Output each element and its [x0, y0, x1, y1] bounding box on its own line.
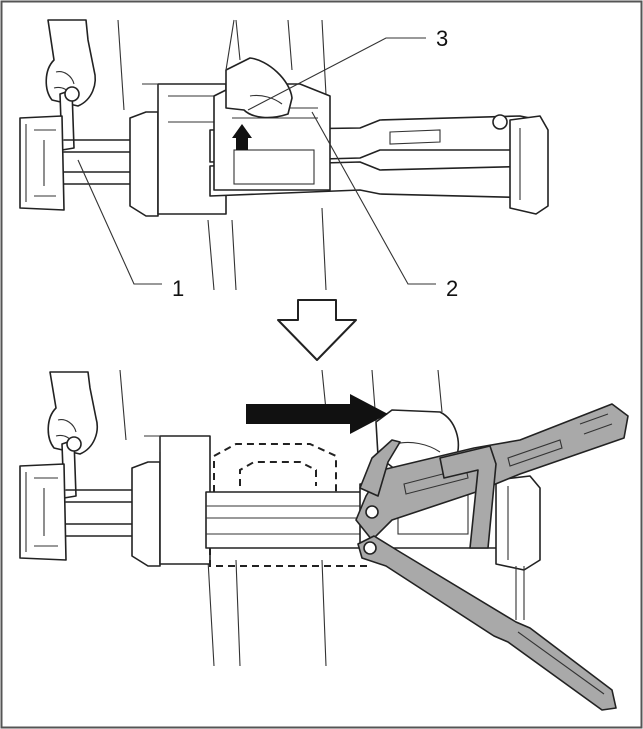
lock-latch-opened: [359, 439, 497, 549]
main-body-bottom: [131, 435, 211, 567]
right-end-jaw-top: [509, 115, 549, 215]
person-outline-bottom: [119, 369, 327, 667]
rods-bottom: [65, 489, 137, 537]
left-end-cap-bottom: [19, 463, 67, 561]
cylinder-tube-bottom: [205, 491, 371, 549]
hollow-down-arrow-icon: [277, 299, 357, 361]
left-end-cap-top: [19, 115, 65, 211]
main-body-top: [129, 83, 227, 217]
callout-2-label: 2: [446, 276, 458, 301]
left-hand-bottom: [47, 371, 98, 455]
callout-1: 1: [77, 159, 184, 301]
handle-lever-top: [59, 86, 80, 151]
bottom-panel: [19, 369, 629, 711]
left-hand-top: [45, 19, 96, 107]
lower-arm-opened: [357, 535, 617, 711]
callout-3: 3: [247, 26, 448, 111]
right-arrow-icon: [246, 394, 388, 434]
person-outline-top: [117, 19, 327, 291]
up-arrow-icon: [232, 124, 252, 150]
top-panel: [19, 19, 549, 291]
callout-3-label: 3: [436, 26, 448, 51]
callout-2: 2: [311, 111, 458, 301]
latch-former-position: [209, 443, 370, 567]
callout-1-label: 1: [172, 276, 184, 301]
right-hand-top: [225, 19, 293, 119]
rods-top: [63, 139, 135, 185]
